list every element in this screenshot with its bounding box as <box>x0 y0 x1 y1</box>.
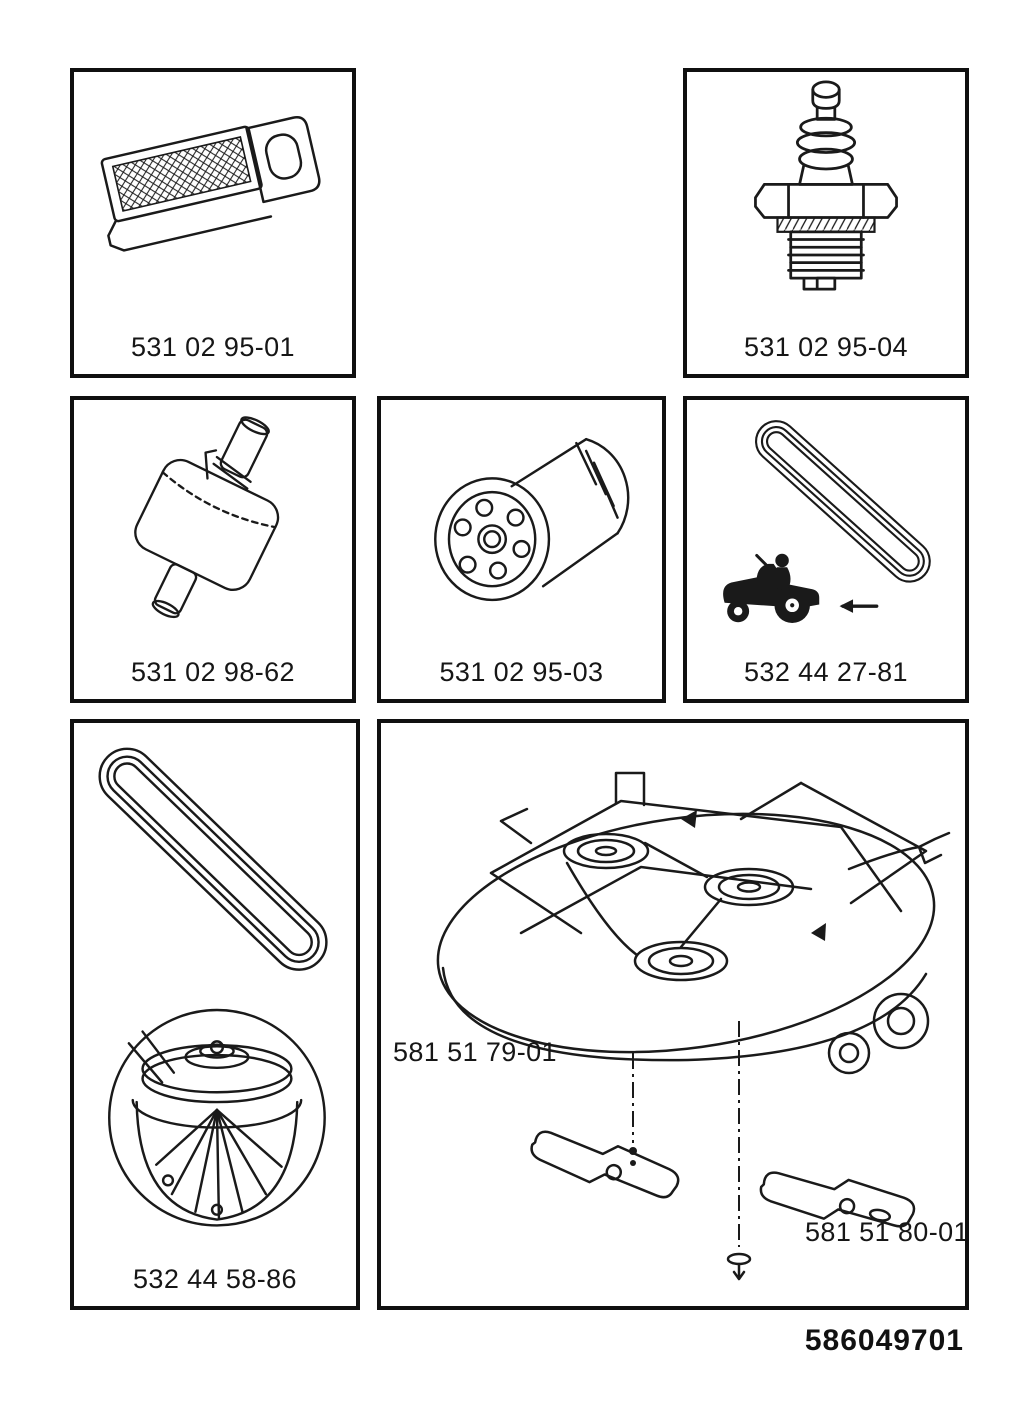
part-number-label: 531 02 95-04 <box>744 331 908 362</box>
part-number-label: 531 02 95-01 <box>131 331 295 362</box>
part-cell-deck-belt-mandrel: 532 44 58-86 <box>70 719 360 1310</box>
part-cell-drive-belt: 532 44 27-81 <box>683 396 969 703</box>
tractor-icon <box>723 553 820 624</box>
part-number-label: 531 02 98-62 <box>131 656 295 687</box>
part-cell-muffler: 531 02 98-62 <box>70 396 356 703</box>
part-number-label-blade-left: 581 51 79-01 <box>393 1037 557 1067</box>
mower-deck-blades-icon <box>436 771 951 1281</box>
oil-filter-icon <box>434 437 630 602</box>
deck-belt-mandrel-icon <box>98 747 328 1227</box>
part-number-label: 532 44 58-86 <box>133 1263 297 1294</box>
spark-plug-icon <box>754 80 898 291</box>
part-number-label: 532 44 27-81 <box>744 656 908 687</box>
part-cell-mower-deck: 581 51 79-01 581 51 80-01 <box>377 719 969 1310</box>
drive-belt-tractor-icon <box>723 420 931 624</box>
part-cell-air-filter: 531 02 95-01 <box>70 68 356 378</box>
arrow-icon <box>839 599 879 613</box>
air-filter-icon <box>100 116 321 252</box>
part-cell-oil-filter: 531 02 95-03 <box>377 396 666 703</box>
part-number-label-blade-right: 581 51 80-01 <box>805 1217 969 1247</box>
part-number-label: 531 02 95-03 <box>439 656 604 687</box>
muffler-icon <box>134 416 280 619</box>
part-cell-spark-plug: 531 02 95-04 <box>683 68 969 378</box>
document-number: 586049701 <box>804 1324 964 1357</box>
